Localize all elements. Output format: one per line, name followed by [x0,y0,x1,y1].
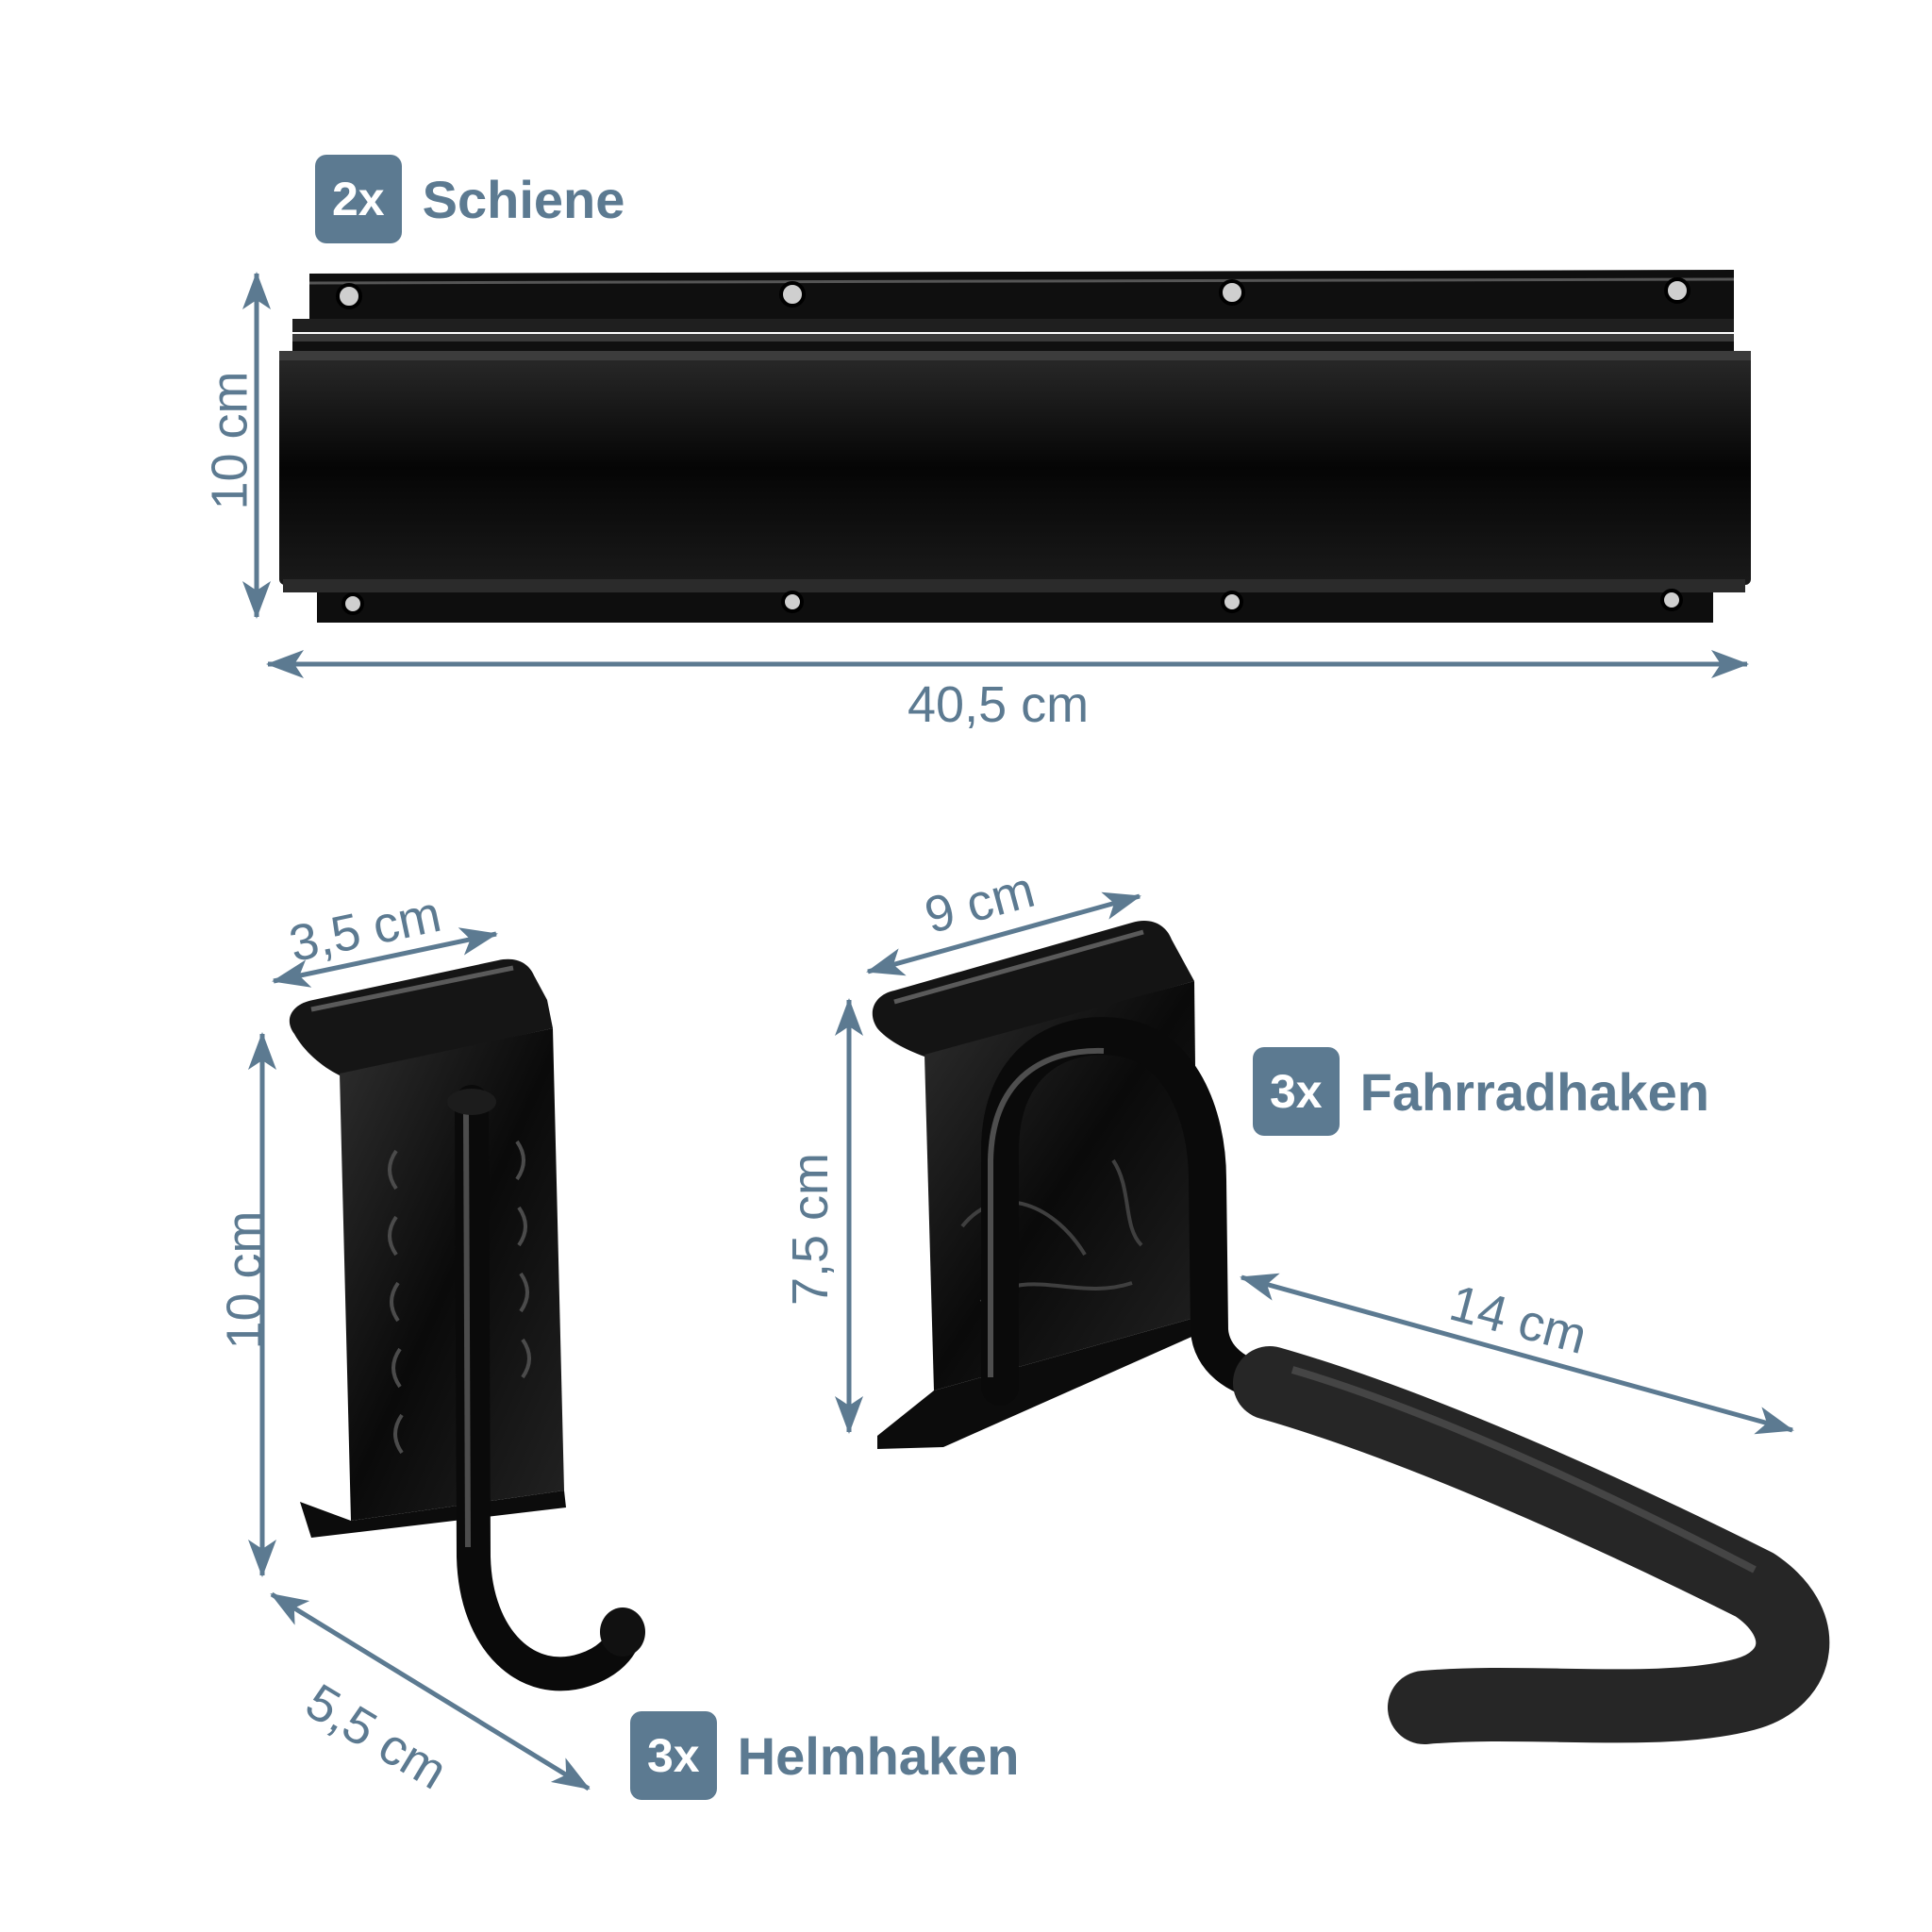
rail-width-label: 40,5 cm [908,676,1090,733]
helmet-hook-badge: 3x Helmhaken [630,1711,1019,1800]
helmet-hook-name: Helmhaken [737,1725,1020,1786]
rail-height-label: 10 cm [201,371,258,510]
bike-hook-width-arrow [866,891,1141,976]
helmet-hook-height-label: 10 cm [216,1210,274,1350]
rail-name: Schiene [422,169,625,229]
bike-hook-illustration [872,921,1830,1744]
rail-badge: 2x Schiene [315,155,625,243]
helmet-hook-illustration [289,958,645,1691]
rail-illustration [279,270,1751,623]
bike-hook-height-label: 7,5 cm [782,1152,840,1307]
helmet-hook-depth-arrow [270,1591,591,1791]
bike-hook-badge: 3x Fahrradhaken [1253,1047,1709,1136]
helmet-hook-width-arrow [272,927,498,988]
bike-hook-name: Fahrradhaken [1359,1061,1709,1122]
bike-hook-length-arrow [1240,1273,1794,1435]
rail-quantity: 2x [315,155,402,243]
bike-hook-quantity: 3x [1253,1047,1340,1136]
helmet-hook-quantity: 3x [630,1711,717,1800]
